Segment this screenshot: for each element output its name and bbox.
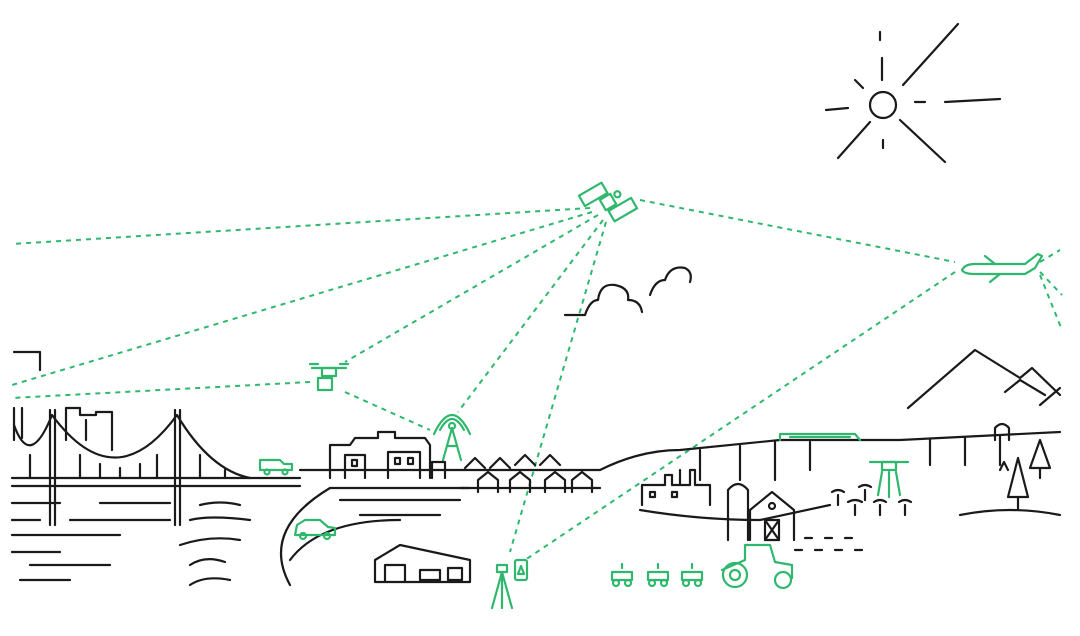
cloud	[563, 266, 692, 317]
barn-icon	[748, 490, 796, 542]
farm-robot-icon	[646, 562, 670, 588]
signal-link	[1039, 271, 1063, 296]
signal-link	[11, 381, 311, 399]
farm-robot-icon	[610, 562, 634, 588]
farm-robot-icon	[680, 562, 704, 588]
signal-link	[11, 211, 593, 386]
airplane-icon	[960, 252, 1044, 284]
roads	[280, 430, 1062, 587]
drone-icon	[868, 460, 910, 499]
crops	[793, 483, 913, 552]
sun-icon	[824, 22, 1002, 164]
signal-link	[1039, 249, 1061, 263]
truck-icon	[258, 458, 294, 476]
suburb-houses	[458, 453, 602, 494]
signal-link	[457, 219, 604, 413]
signal-links	[11, 199, 1063, 561]
bridge-icon	[10, 408, 302, 527]
water	[10, 501, 252, 587]
signal-link	[344, 391, 431, 431]
signal-link	[1039, 274, 1063, 331]
tunnel	[993, 422, 1011, 442]
trees	[998, 438, 1052, 512]
cell-tower-icon	[432, 414, 472, 462]
signal-link	[524, 271, 956, 561]
drone-icon	[308, 362, 350, 392]
house-icon	[373, 543, 472, 584]
survey-tripod-icon	[490, 563, 514, 610]
train-icon	[778, 432, 862, 442]
gnss-receiver-icon	[513, 558, 529, 582]
factory-icon	[640, 468, 712, 507]
signal-link	[11, 207, 591, 245]
tractor-icon	[720, 543, 794, 590]
satellite-icon	[577, 181, 639, 223]
signal-link	[639, 199, 956, 263]
car-icon	[293, 518, 337, 541]
signal-link	[509, 221, 607, 553]
city-skyline	[12, 350, 114, 452]
mountains	[906, 348, 1062, 410]
silo-icon	[726, 482, 750, 542]
signal-link	[344, 214, 599, 363]
